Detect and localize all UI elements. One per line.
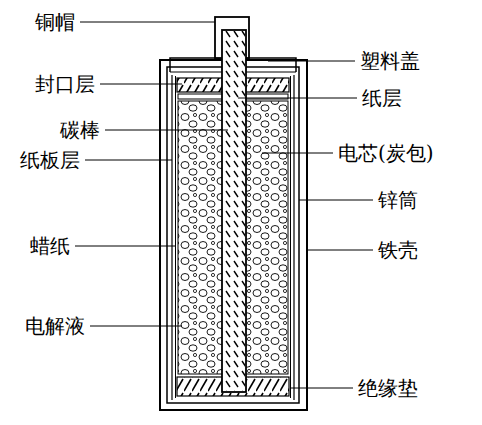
carbon-rod-hatch [223, 31, 245, 391]
leader-line [268, 61, 355, 62]
leader-line [75, 246, 175, 247]
part-label: 纸层 [362, 88, 402, 108]
cardboard-layer [171, 75, 172, 400]
part-label: 封口层 [35, 74, 95, 94]
leader-line [290, 388, 353, 389]
wax-paper-right [290, 76, 291, 398]
part-label: 碳棒 [60, 120, 100, 140]
wax-paper [175, 76, 176, 398]
part-label: 电芯(炭包) [338, 143, 434, 163]
leader-line [100, 84, 182, 85]
leader-line [90, 326, 182, 327]
leader-lines [75, 22, 373, 388]
part-label: 铁壳 [378, 240, 418, 260]
part-label: 纸板层 [20, 150, 80, 170]
leader-line [262, 153, 333, 154]
cardboard-layer-right [293, 75, 294, 400]
leader-line [80, 22, 215, 23]
part-label: 塑料盖 [360, 51, 420, 71]
carbon-rod [222, 30, 246, 392]
leader-line [299, 200, 373, 201]
leader-line [85, 160, 172, 161]
leader-line [307, 250, 373, 251]
leader-line [238, 98, 357, 99]
part-label: 铜帽 [35, 12, 75, 32]
part-label: 蜡纸 [30, 236, 70, 256]
part-label: 锌筒 [378, 190, 418, 210]
leader-line [105, 130, 228, 131]
part-label: 电解液 [25, 316, 85, 336]
part-label: 绝缘垫 [358, 378, 418, 398]
